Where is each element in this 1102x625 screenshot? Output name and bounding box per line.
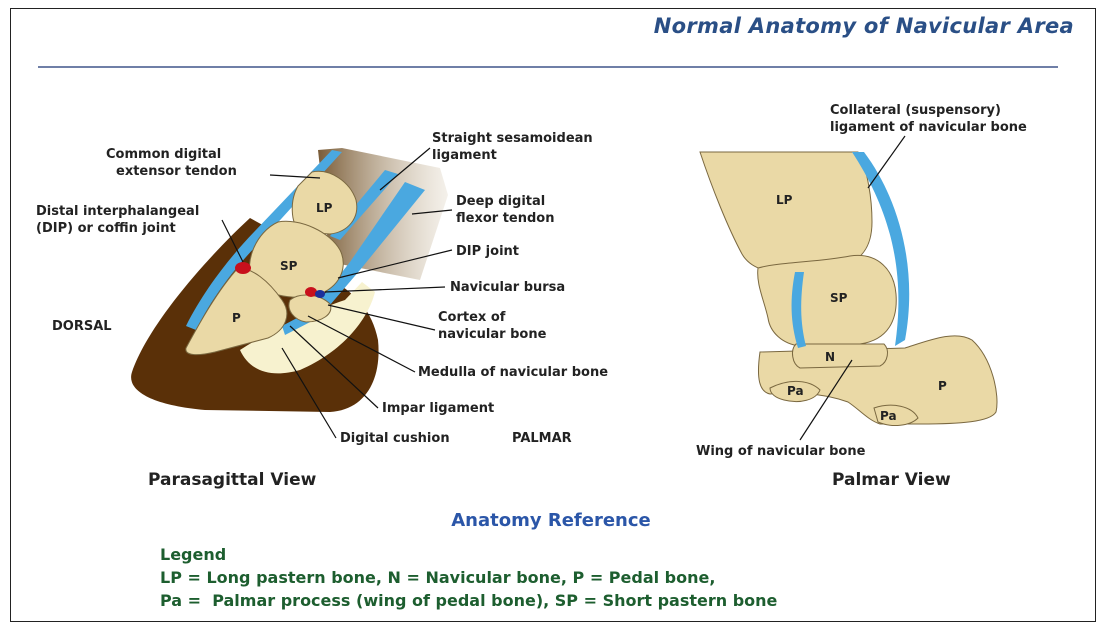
palmar-long-pastern (700, 152, 872, 272)
label-palmar: PALMAR (512, 430, 572, 447)
legend-line-1: LP = Long pastern bone, N = Navicular bo… (160, 566, 777, 589)
palmar-bone-label-p: P (938, 379, 947, 393)
bone-label-sp: SP (280, 259, 298, 273)
palmar-view-title: Palmar View (832, 470, 951, 490)
coffin-joint-marker (235, 262, 251, 274)
palmar-bone-label-n: N (825, 350, 835, 364)
parasagittal-view-title: Parasagittal View (148, 470, 316, 490)
label-digital-cushion: Digital cushion (340, 430, 450, 447)
palmar-navicular-bone (793, 344, 888, 368)
navicular-bursa-marker (315, 290, 325, 298)
label-dorsal: DORSAL (52, 318, 112, 335)
label-impar-ligament: Impar ligament (382, 400, 494, 417)
label-navicular-bursa: Navicular bursa (450, 279, 565, 296)
label-cortex-navicular: Cortex of navicular bone (438, 309, 546, 343)
palmar-bone-label-pa-right: Pa (880, 409, 897, 423)
label-distal-interphalangeal: Distal interphalangeal (DIP) or coffin j… (36, 203, 199, 237)
parasagittal-diagram: LP SP P (131, 148, 452, 438)
label-dip-joint: DIP joint (456, 243, 519, 260)
legend-heading: Legend (160, 543, 777, 566)
label-wing-navicular: Wing of navicular bone (696, 443, 865, 460)
label-common-digital-extensor: Common digital extensor tendon (106, 146, 237, 180)
bone-label-p: P (232, 311, 241, 325)
bone-label-lp: LP (316, 201, 333, 215)
label-deep-digital-flexor: Deep digital flexor tendon (456, 193, 554, 227)
label-straight-sesamoidean: Straight sesamoidean ligament (432, 130, 593, 164)
navicular-joint-marker (305, 287, 317, 297)
palmar-bone-label-lp: LP (776, 193, 793, 207)
palmar-diagram: LP SP P Pa Pa N (700, 136, 997, 440)
legend-line-2: Pa = Palmar process (wing of pedal bone)… (160, 589, 777, 612)
palmar-short-pastern (758, 255, 897, 346)
legend: Legend LP = Long pastern bone, N = Navic… (160, 543, 777, 612)
palmar-bone-label-pa-left: Pa (787, 384, 804, 398)
label-collateral-ligament: Collateral (suspensory) ligament of navi… (830, 102, 1027, 136)
palmar-bone-label-sp: SP (830, 291, 848, 305)
leader-collateral (868, 136, 905, 188)
anatomy-reference-title: Anatomy Reference (0, 510, 1102, 531)
label-medulla-navicular: Medulla of navicular bone (418, 364, 608, 381)
